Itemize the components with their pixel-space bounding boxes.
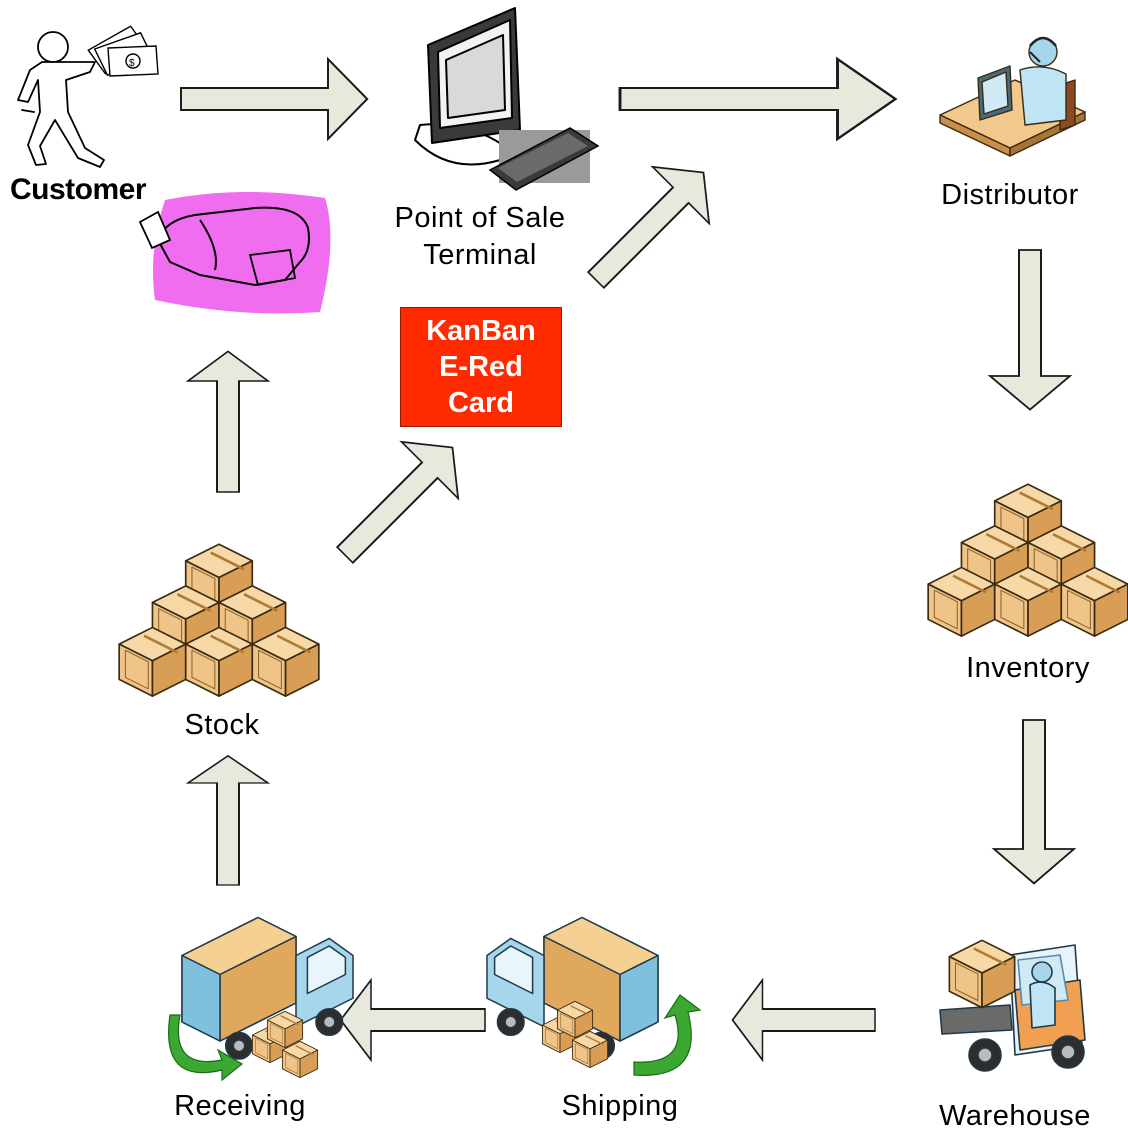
inventory-box-pile-icon [928,484,1128,636]
stock-label: Stock [184,709,260,741]
customer-figure-icon [17,31,105,168]
arrow-warehouse-to-shipping [731,979,876,1061]
customer-label: Customer [10,173,147,206]
kanban-card-line3: Card [447,387,515,419]
arrow-shipping-to-receiving [339,979,486,1061]
arrow-distributor-to-inventory [989,249,1071,411]
warehouse-label: Warehouse [939,1100,1091,1132]
call-center-agent-icon [939,36,1086,157]
pos-label-line1: Point of Sale [394,202,566,234]
svg-text:$: $ [129,58,135,69]
arrow-receiving-to-stock [187,754,269,886]
forklift-icon [939,944,1086,1072]
shipping-label: Shipping [561,1090,679,1122]
arrow-inventory-to-warehouse [993,719,1075,885]
receiving-recycle-arrow-icon [168,1014,244,1082]
keyboard-icon [488,127,600,191]
receiving-label: Receiving [174,1090,306,1122]
pos-label-line2: Terminal [423,239,537,271]
arrow-customer-to-pos [180,58,369,140]
shipping-recycle-arrow-icon [633,994,702,1076]
arrow-pos-to-distributor [618,57,897,141]
computer-monitor-icon [414,7,521,166]
kanban-e-red-card: KanBan E-Red Card [400,307,562,427]
arrow-stock-to-kanban [315,418,482,585]
kanban-card-line1: KanBan [426,315,536,347]
arrow-kanban-to-pos [566,143,733,310]
shopping-bag-icon [138,191,331,314]
stock-box-pile-icon [119,544,319,696]
forklift-box-icon [948,939,1016,1009]
arrow-stock-to-customer [187,350,269,493]
distributor-label: Distributor [941,179,1079,211]
cash-icon: $ [87,25,159,77]
kanban-card-line2: E-Red [439,351,523,383]
inventory-label: Inventory [966,652,1090,684]
